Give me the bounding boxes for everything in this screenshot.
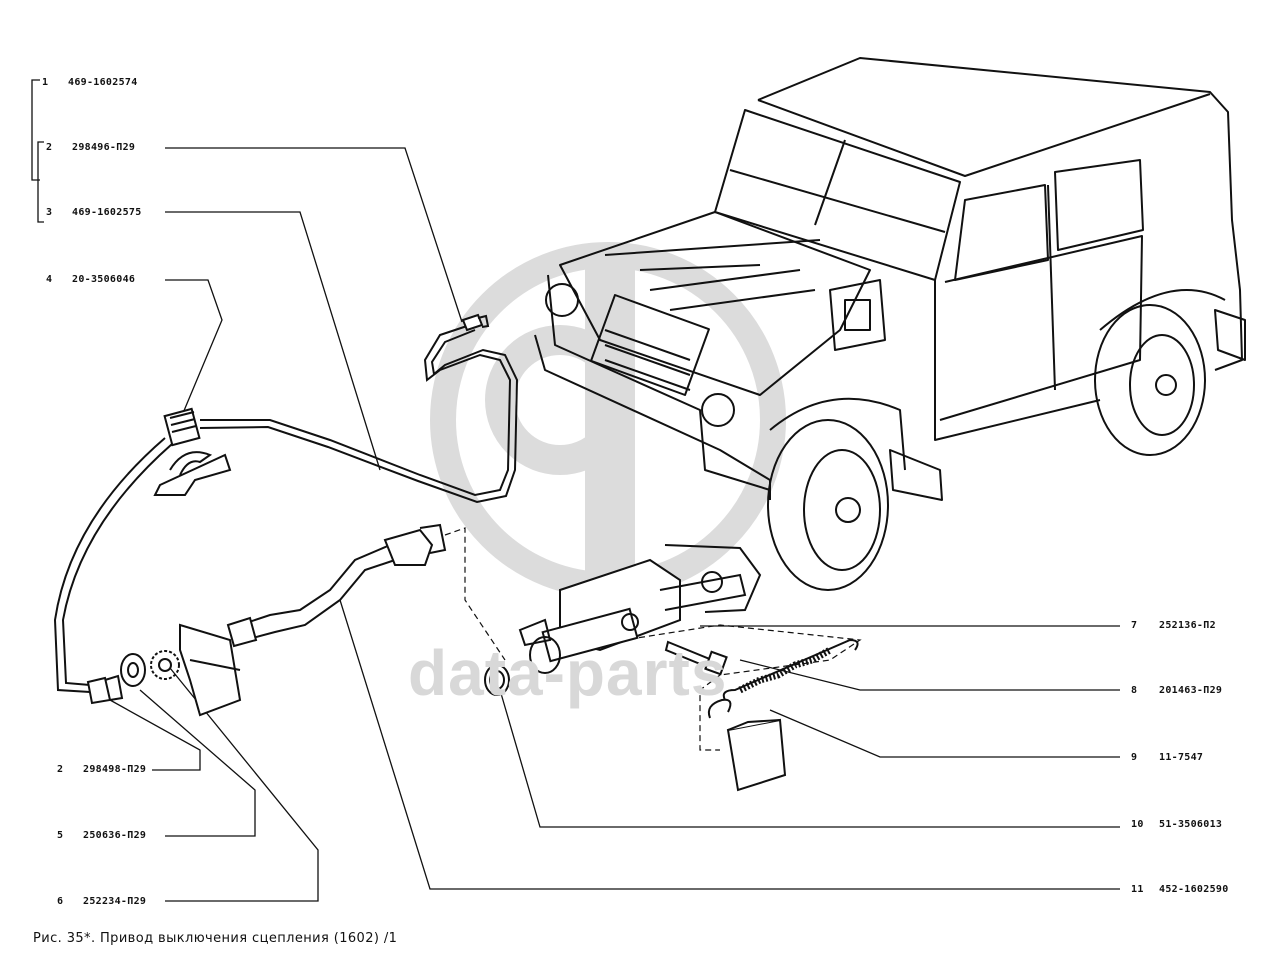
bolt: [664, 640, 728, 676]
leader-9: [769, 709, 1120, 758]
assembly-dash-lines: [444, 527, 862, 751]
pipe-clip: [153, 407, 232, 496]
clutch-pipe-lower: [53, 437, 173, 705]
callout-group-bracket: [31, 79, 44, 223]
return-spring: [707, 638, 859, 719]
leader-4: [165, 279, 223, 426]
leader-2-bottom: [109, 699, 201, 771]
watermark-logo: [430, 242, 786, 598]
seal-washer: [484, 664, 510, 696]
leader-11: [339, 599, 1120, 890]
clutch-pipe-upper: [199, 313, 519, 504]
slave-cylinder: [518, 544, 762, 674]
spring-bracket: [726, 718, 787, 792]
hose-bracket-assembly: [120, 623, 242, 717]
leader-6: [165, 667, 319, 902]
vehicle-uaz: [534, 57, 1246, 591]
figure-caption: Рис. 35*. Привод выключения сцепления (1…: [33, 931, 398, 946]
watermark-text: data-parts: [408, 637, 728, 709]
leader-5: [139, 689, 256, 837]
flexible-hose: [226, 523, 447, 648]
leader-2-top: [165, 147, 463, 323]
leader-10: [499, 689, 1120, 828]
leader-3: [165, 211, 381, 471]
